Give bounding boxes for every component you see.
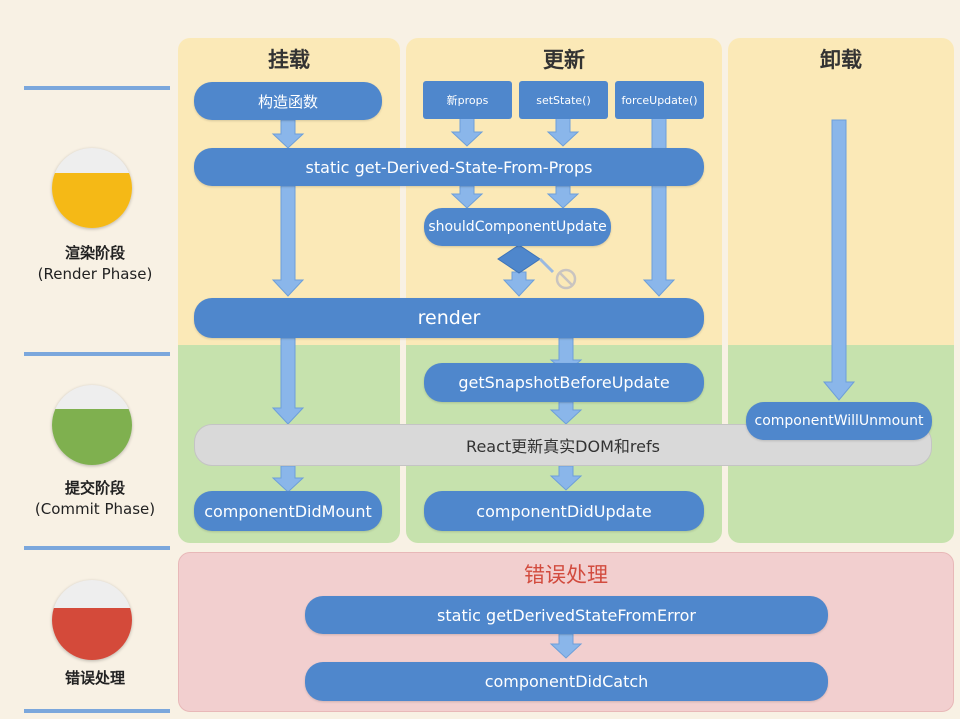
commit-phase-en: (Commit Phase) [34, 500, 156, 518]
error-panel-title: 错误处理 [524, 563, 608, 587]
arrow-down-icon [549, 633, 583, 659]
error-phase-cn: 错误处理 [64, 669, 125, 687]
phase-divider [24, 352, 170, 356]
no-entry-icon [555, 268, 577, 290]
arrow-down-icon [546, 185, 580, 209]
derived-state-from-error-node: static getDerivedStateFromError [305, 596, 828, 634]
new-props-node: 新props [423, 81, 512, 119]
component-did-mount-node: componentDidMount [194, 491, 382, 531]
component-did-catch-node: componentDidCatch [305, 662, 828, 701]
commit-phase-ball-icon [52, 385, 132, 465]
arrow-down-icon [546, 117, 580, 147]
set-state-node: setState() [519, 81, 608, 119]
render-phase-cn: 渲染阶段 [64, 244, 125, 262]
arrow-down-icon [271, 337, 305, 425]
render-phase-en: (Render Phase) [37, 265, 153, 283]
commit-phase-label: 提交阶段 (Commit Phase) [10, 478, 180, 520]
arrow-down-icon [502, 271, 536, 297]
arrow-down-icon [271, 119, 305, 149]
arrow-down-icon [549, 401, 583, 425]
error-phase-ball-icon [52, 580, 132, 660]
commit-phase-cn: 提交阶段 [64, 479, 125, 497]
arrow-down-icon [549, 465, 583, 491]
render-phase-label: 渲染阶段 (Render Phase) [10, 243, 180, 285]
arrow-down-icon [642, 117, 676, 297]
snapshot-before-update-node: getSnapshotBeforeUpdate [424, 363, 704, 402]
error-phase-label: 错误处理 [10, 668, 180, 689]
arrow-down-icon [450, 117, 484, 147]
should-component-update-node: shouldComponentUpdate [424, 208, 611, 246]
arrow-down-icon [271, 465, 305, 493]
component-will-unmount-node: componentWillUnmount [746, 402, 932, 440]
phase-divider [24, 709, 170, 713]
derived-state-from-props-node: static get-Derived-State-From-Props [194, 148, 704, 186]
update-column-title: 更新 [543, 48, 585, 72]
phase-divider [24, 546, 170, 550]
mount-column-title: 挂载 [268, 48, 310, 72]
arrow-down-icon [822, 119, 856, 401]
unmount-column-title: 卸载 [820, 48, 862, 72]
constructor-node: 构造函数 [194, 82, 382, 120]
phase-divider [24, 86, 170, 90]
render-phase-ball-icon [52, 148, 132, 228]
arrow-down-icon [450, 185, 484, 209]
component-did-update-node: componentDidUpdate [424, 491, 704, 531]
render-node: render [194, 298, 704, 338]
force-update-node: forceUpdate() [615, 81, 704, 119]
arrow-down-icon [271, 185, 305, 297]
decision-diamond-icon [497, 244, 541, 274]
